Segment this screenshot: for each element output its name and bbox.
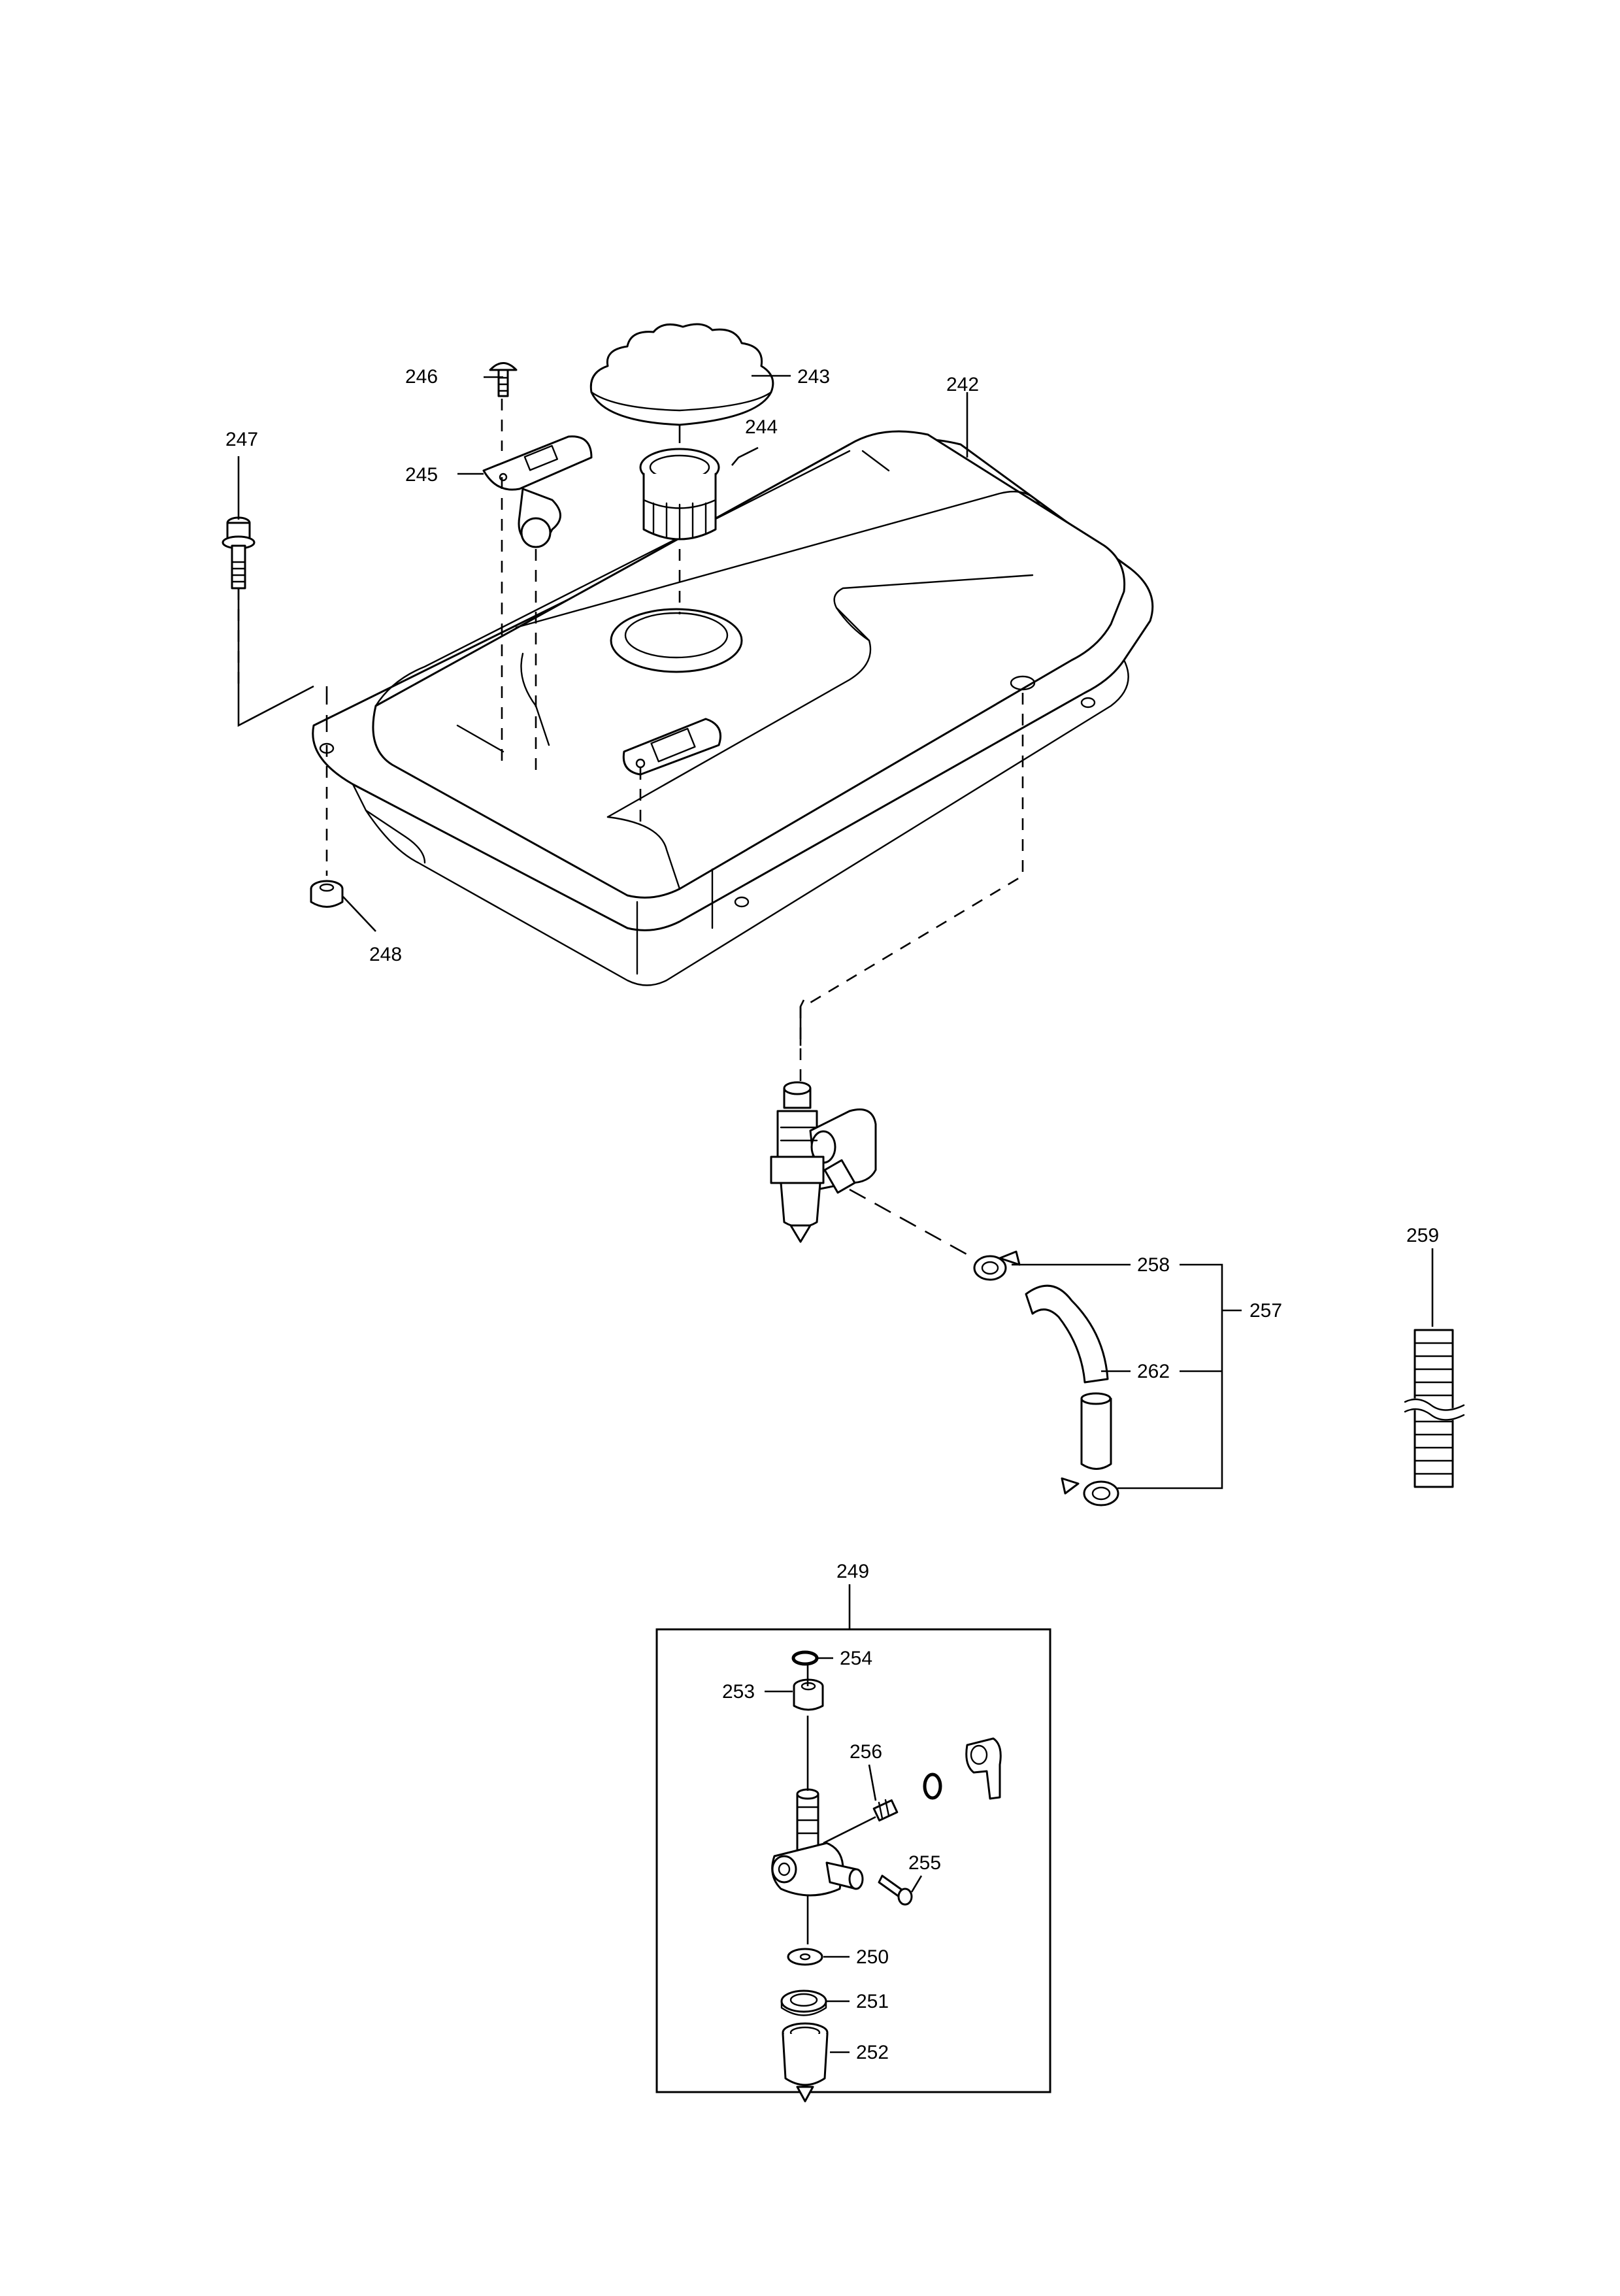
label-244: 244 [745, 416, 778, 438]
label-242: 242 [946, 374, 979, 395]
fuel-cock-detail-box [655, 1628, 1051, 2093]
label-257: 257 [1249, 1300, 1282, 1322]
label-255: 255 [908, 1852, 941, 1874]
fuel-strainer [639, 448, 720, 541]
label-259: 259 [1406, 1225, 1439, 1246]
fuel-cock-assembly [770, 1081, 877, 1243]
label-258: 258 [1137, 1254, 1170, 1276]
alignment-lines [237, 399, 1024, 1944]
label-243: 243 [797, 366, 830, 388]
part-number-labels: 246 243 242 244 245 247 248 258 262 257 … [225, 366, 1439, 2063]
label-249: 249 [836, 1561, 869, 1582]
fuel-cock-body [771, 1788, 864, 1897]
fuel-tank [312, 430, 1154, 986]
label-251: 251 [856, 1991, 889, 2012]
label-246: 246 [405, 366, 438, 388]
tank-bracket [482, 435, 593, 548]
screw-246 [489, 362, 518, 397]
ring-251 [780, 1989, 827, 2016]
leader-lines [237, 374, 1434, 2054]
label-248: 248 [369, 944, 402, 965]
screw-255 [878, 1874, 913, 1906]
label-250: 250 [856, 1946, 889, 1968]
hose-clamp-lower [1061, 1477, 1119, 1506]
hose-clamp-upper [973, 1250, 1021, 1281]
label-256: 256 [850, 1741, 882, 1763]
lever-knob [965, 1737, 1002, 1800]
filter-cup-252 [782, 2022, 829, 2103]
gasket-250 [787, 1948, 823, 1966]
label-252: 252 [856, 2042, 889, 2063]
o-ring-254 [791, 1650, 819, 1666]
label-247: 247 [225, 429, 258, 450]
fuel-tube [1025, 1284, 1112, 1470]
part-259-coil [1404, 1329, 1465, 1488]
label-262: 262 [1137, 1361, 1170, 1382]
o-ring-small [923, 1772, 942, 1800]
spacer-248 [310, 880, 344, 908]
label-253: 253 [722, 1681, 755, 1703]
fuel-cap [589, 323, 774, 426]
label-254: 254 [840, 1648, 872, 1669]
label-245: 245 [405, 464, 438, 486]
packing-256 [872, 1799, 899, 1822]
bolt-247 [222, 516, 256, 590]
